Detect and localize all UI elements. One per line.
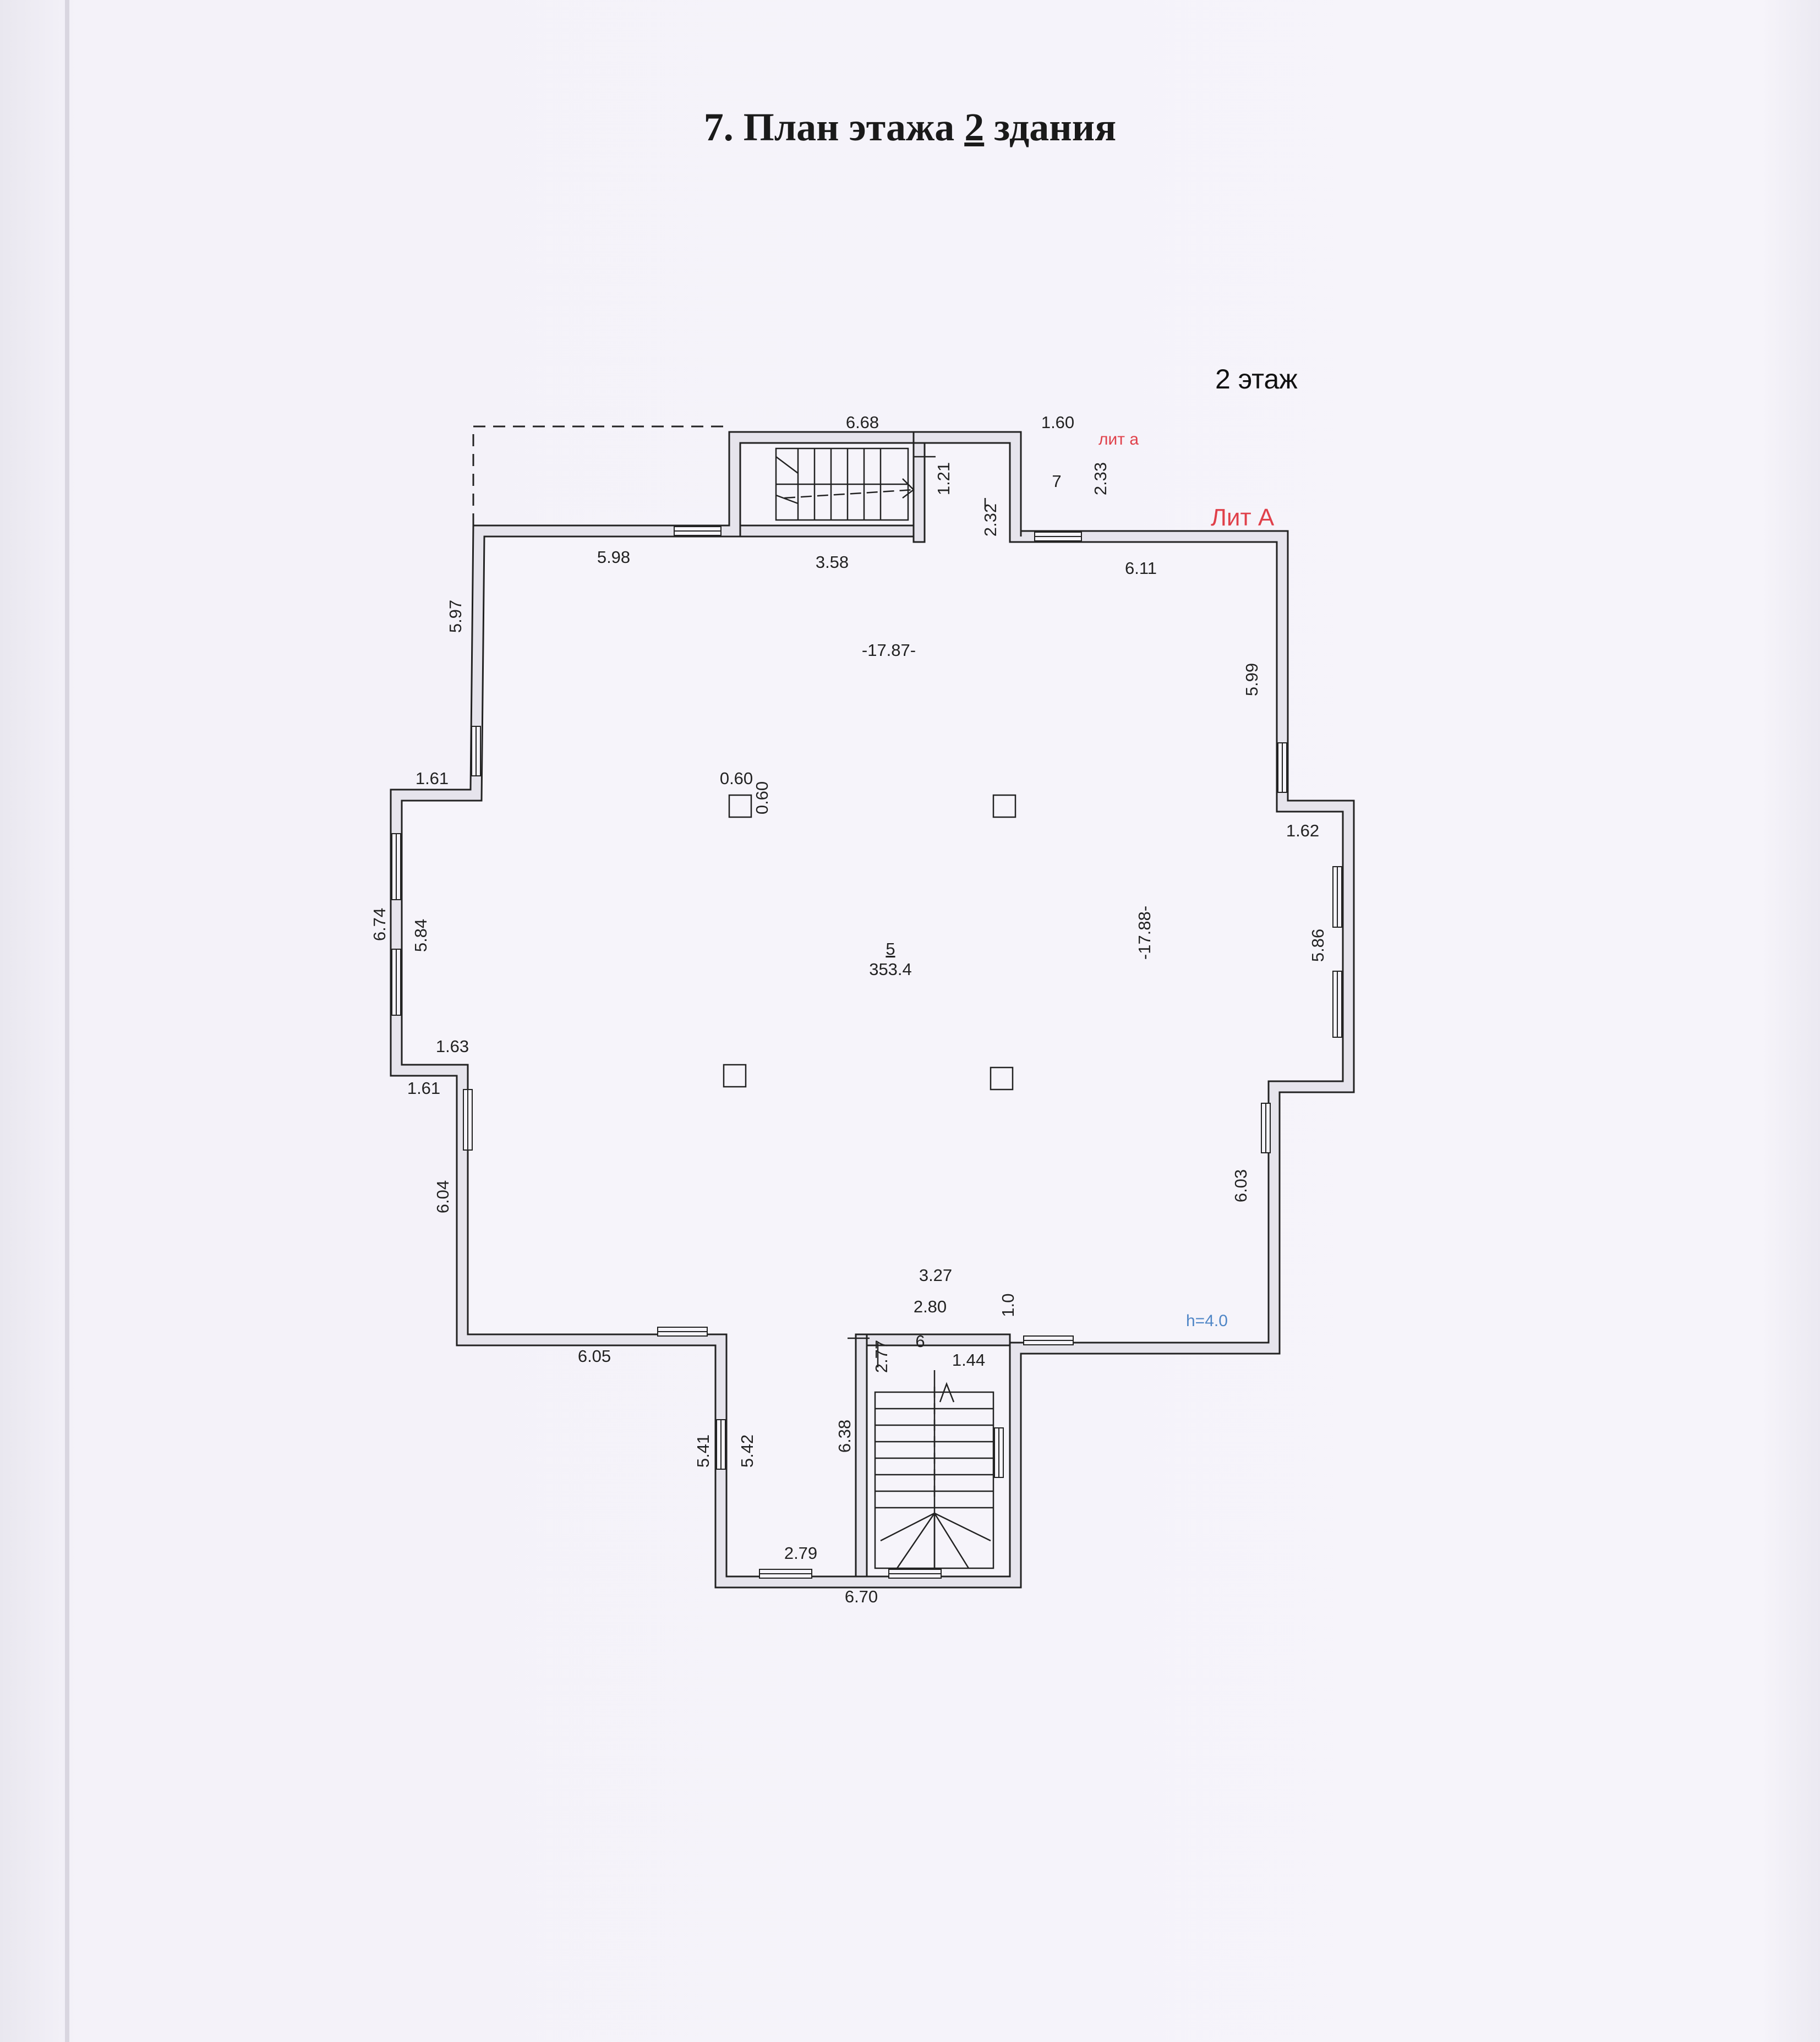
dim-east-586: 5.86 [1308, 929, 1327, 962]
room-area-5: 353.4 [869, 960, 912, 979]
dim-stair-s-280: 2.80 [914, 1297, 947, 1316]
dim-west-163: 1.63 [436, 1037, 469, 1056]
dim-stair-s-144: 1.44 [952, 1350, 985, 1370]
dim-col-060a: 0.60 [720, 769, 753, 788]
label-lit-a-small: лит а [1098, 430, 1139, 448]
page-binding-edge [65, 0, 69, 2042]
dim-south-605: 6.05 [578, 1346, 611, 1366]
columns [723, 794, 1016, 1091]
dim-room7-232: 2.32 [981, 503, 1000, 536]
dim-east-603: 6.03 [1231, 1169, 1250, 1202]
windows [391, 526, 1342, 1579]
north-stair-wall-fill [912, 442, 926, 543]
dim-stair-s-10: 1.0 [998, 1293, 1018, 1317]
dim-north-top: 6.68 [846, 413, 879, 432]
title-suffix: здания [984, 105, 1117, 149]
dim-west-161b: 1.61 [407, 1079, 440, 1098]
dim-south-541: 5.41 [693, 1435, 713, 1468]
dim-west-674: 6.74 [370, 908, 389, 941]
dim-stair-s-638: 6.38 [835, 1420, 854, 1453]
dim-west-604: 6.04 [433, 1180, 452, 1213]
dim-room7-233: 2.33 [1091, 462, 1110, 495]
dim-stair-s-277: 2.77 [872, 1340, 891, 1373]
label-lit-A: Лит А [1211, 504, 1275, 531]
room-number-6: 6 [915, 1332, 925, 1351]
floor-label: 2 этаж [1215, 364, 1298, 395]
dim-col-060b: 0.60 [752, 781, 772, 814]
wall-inner [401, 442, 1344, 1578]
dim-west-597: 5.97 [446, 600, 465, 633]
dimension-ticks [848, 456, 986, 1367]
dim-north-small: 1.60 [1041, 413, 1074, 432]
dim-south-670: 6.70 [845, 1587, 878, 1606]
dim-south-279: 2.79 [784, 1543, 817, 1563]
title-prefix: 7. План этажа [703, 105, 965, 149]
north-stair-steps [775, 447, 915, 521]
dim-inner-height: -17.88- [1135, 906, 1154, 960]
south-stair-steps [874, 1370, 994, 1569]
room-number-7: 7 [1052, 472, 1061, 491]
dashed-annex-outline [472, 425, 729, 525]
dim-east-162: 1.62 [1286, 821, 1319, 840]
dim-stair-n-121: 1.21 [934, 462, 953, 495]
dim-west-top: 5.98 [597, 548, 630, 567]
title-floor-number: 2 [964, 105, 985, 149]
dim-south-542: 5.42 [737, 1435, 757, 1468]
dim-stair-n-358: 3.58 [816, 552, 849, 572]
south-stair-left-wall [855, 1333, 868, 1578]
dim-east-599: 5.99 [1242, 663, 1261, 696]
page-title: 7. План этажа 2 здания [0, 105, 1820, 150]
dim-west-584: 5.84 [411, 919, 430, 952]
dim-inner-width: -17.87- [862, 640, 916, 660]
dim-west-161a: 1.61 [416, 769, 449, 788]
height-note: h=4.0 [1186, 1312, 1228, 1330]
dim-stair-s-327: 3.27 [919, 1266, 952, 1285]
room-number-5: 5 [886, 939, 895, 959]
north-stair-bottom-wall [739, 524, 915, 538]
dim-east-top: 6.11 [1125, 559, 1157, 578]
